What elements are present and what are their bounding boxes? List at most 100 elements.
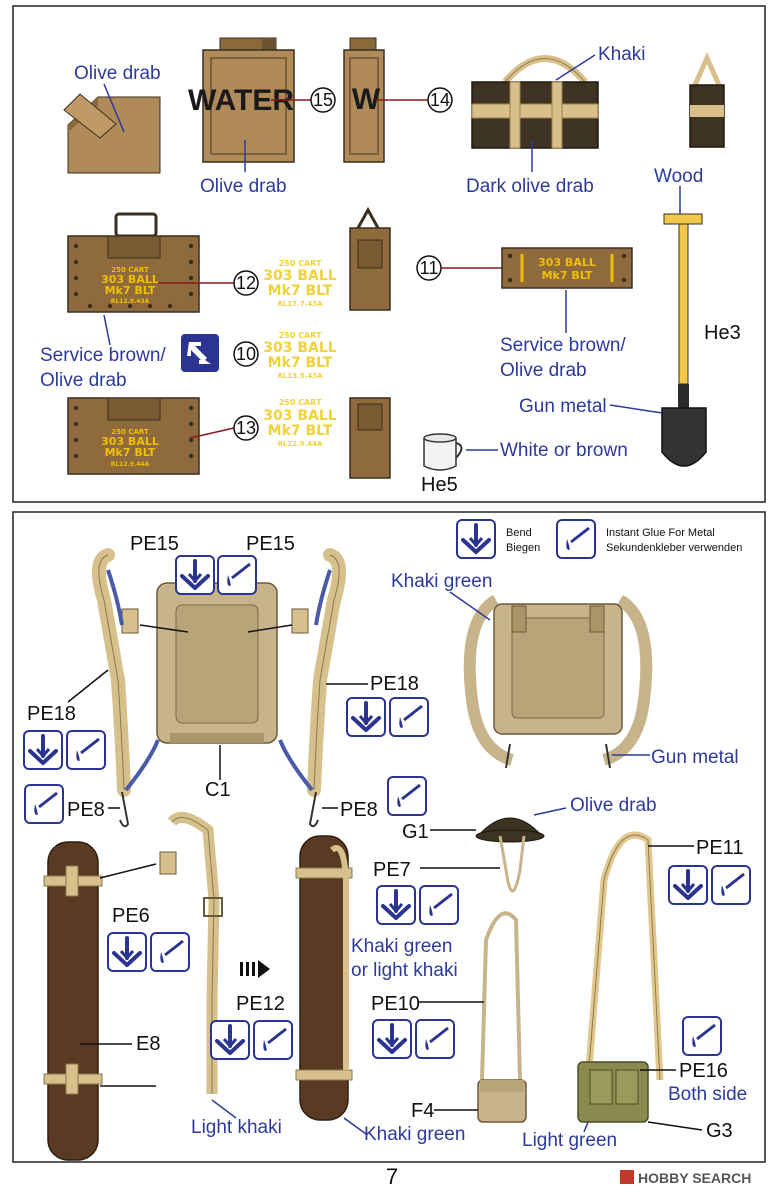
svg-text:303 BALL: 303 BALL (263, 408, 337, 424)
svg-text:RL12.9.44A: RL12.9.44A (278, 440, 324, 448)
glue-icon-pe8-left (23, 783, 65, 825)
svg-text:303 BALL: 303 BALL (263, 340, 337, 356)
glue-icon-pe8-right (386, 775, 428, 817)
label-light-green: Light green (522, 1130, 617, 1151)
decal-12: 250 CART 303 BALL Mk7 BLT RL17.7.43A (263, 259, 337, 308)
stencil-12-line1: 250 CART (111, 266, 149, 274)
legend-bend-de: Biegen (506, 542, 540, 554)
part-he5: He5 (421, 474, 458, 496)
ammo-box-12-part (67, 212, 200, 313)
helmet-part (475, 817, 545, 893)
part-c1: C1 (205, 779, 231, 801)
legend-glue-de: Sekundenkleber verwenden (606, 542, 742, 554)
bag-pe10 (477, 911, 527, 1123)
svg-text:RL13.5.43A: RL13.5.43A (278, 372, 324, 380)
glue-icon-pe16 (681, 1015, 723, 1057)
svg-text:250 CART: 250 CART (279, 259, 322, 268)
bedroll-part-e8 (43, 841, 103, 1161)
part-pe12: PE12 (236, 993, 285, 1015)
label-gun-metal: Gun metal (519, 396, 607, 417)
part-pe16: PE16 (679, 1060, 728, 1082)
decal-icon (181, 334, 219, 372)
ammo-box-side-1 (349, 206, 391, 311)
top-panel-frame (12, 5, 766, 503)
callout-13: 13 (236, 418, 256, 438)
callout-14: 14 (430, 90, 450, 110)
buckle-pe6 (159, 851, 177, 875)
backpack-assembled (463, 594, 653, 769)
label-service-brown-2b: Olive drab (500, 360, 587, 381)
bend-icon-pe11 (667, 864, 709, 906)
stencil-13-line4: RL12.9.44A (111, 461, 150, 468)
label-white-or-brown: White or brown (500, 440, 628, 461)
callout-15: 15 (313, 90, 333, 110)
step-arrow-icon (240, 960, 270, 978)
part-pe8-left: PE8 (67, 799, 105, 821)
svg-text:250 CART: 250 CART (279, 331, 322, 340)
label-khaki-green-2: Khaki green (364, 1124, 465, 1145)
open-box-part (63, 93, 161, 174)
label-both-side: Both side (668, 1084, 747, 1105)
stencil-13-line1: 250 CART (111, 428, 149, 436)
label-olive-drab-2: Olive drab (200, 176, 287, 197)
label-light-khaki: Light khaki (191, 1117, 282, 1138)
part-g1: G1 (402, 821, 429, 843)
glue-icon-pe10 (414, 1018, 456, 1060)
part-g3: G3 (706, 1120, 733, 1142)
callout-12: 12 (236, 273, 256, 293)
label-service-brown-1a: Service brown/ (40, 345, 166, 366)
part-pe7: PE7 (373, 859, 411, 881)
glue-icon-pe7 (418, 884, 460, 926)
satchel-pe11 (577, 831, 664, 1123)
strap-pe12 (167, 812, 223, 1094)
svg-text:303 BALL: 303 BALL (263, 268, 337, 284)
part-pe15-left: PE15 (130, 533, 179, 555)
part-pe18-right: PE18 (370, 673, 419, 695)
water-can-part (202, 37, 295, 163)
hook-right (308, 791, 319, 828)
glue-icon-pe18-left (65, 729, 107, 771)
bend-icon-pe18-left (22, 729, 64, 771)
bend-icon-pe6 (106, 931, 148, 973)
ammo-box-13-part (67, 397, 200, 475)
bend-icon-pe18-right (345, 696, 387, 738)
svg-text:250 CART: 250 CART (279, 398, 322, 407)
bend-icon-pe15 (174, 554, 216, 596)
strap-right (291, 548, 347, 797)
label-wood: Wood (654, 166, 703, 187)
page-number: 7 (386, 1164, 398, 1189)
svg-text:Mk7 BLT: Mk7 BLT (268, 355, 333, 371)
ammo-box-11-part (501, 247, 633, 289)
bend-icon-pe10 (371, 1018, 413, 1060)
label-dark-olive-drab: Dark olive drab (466, 176, 594, 197)
backpack-part (156, 582, 278, 744)
label-service-brown-2a: Service brown/ (500, 335, 626, 356)
legend-glue-en: Instant Glue For Metal (606, 527, 715, 539)
glue-icon-pe18-right (388, 696, 430, 738)
label-khaki-green-or-light-a: Khaki green (351, 936, 452, 957)
label-gun-metal-2: Gun metal (651, 747, 739, 768)
glue-icon-pe6 (149, 931, 191, 973)
callout-11: 11 (420, 258, 439, 278)
bedroll-assembled (295, 835, 353, 1121)
bottom-panel-frame (12, 511, 766, 1163)
bend-icon-pe7 (375, 884, 417, 926)
watermark-logo: HOBBY SEARCH (620, 1170, 751, 1186)
label-khaki-green-or-light-b: or light khaki (351, 960, 458, 981)
bend-icon-pe12 (209, 1019, 251, 1061)
svg-text:HOBBY SEARCH: HOBBY SEARCH (638, 1170, 751, 1186)
part-pe18-left: PE18 (27, 703, 76, 725)
stencil-11-line3: Mk7 BLT (542, 269, 593, 282)
dark-box-side-part (689, 51, 725, 148)
part-he3: He3 (704, 322, 741, 344)
hook-left (119, 791, 130, 828)
glue-icon-pe12 (252, 1019, 294, 1061)
label-service-brown-1b: Olive drab (40, 370, 127, 391)
decal-10: 250 CART 303 BALL Mk7 BLT RL13.5.43A (263, 331, 337, 380)
stencil-11-line2: 303 BALL (538, 256, 596, 269)
legend-glue-icon (555, 518, 597, 560)
glue-icon-pe15 (216, 554, 258, 596)
label-olive-drab-3: Olive drab (570, 795, 657, 816)
label-olive-drab-1: Olive drab (74, 63, 161, 84)
